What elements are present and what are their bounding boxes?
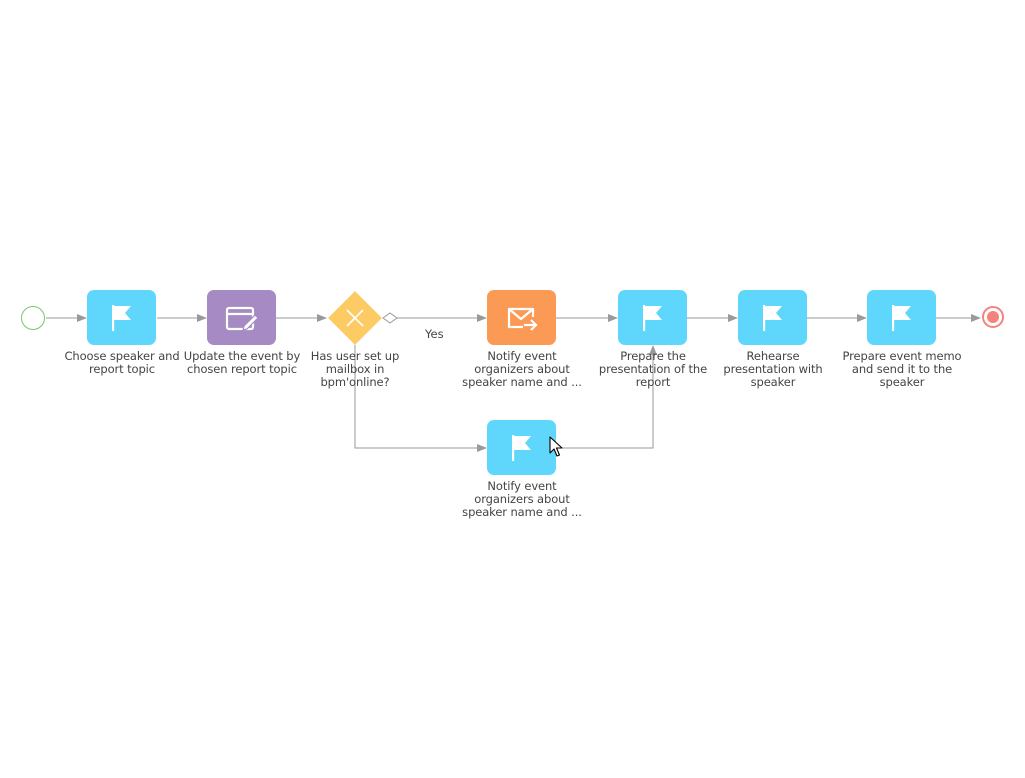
flag-icon	[762, 304, 782, 331]
flag-icon	[111, 304, 131, 331]
email-send-icon	[507, 307, 538, 331]
task-rehearse[interactable]	[738, 290, 807, 345]
end-event[interactable]	[982, 306, 1004, 328]
task-prepare-presentation[interactable]	[618, 290, 687, 345]
conditional-flow-marker	[382, 312, 398, 324]
mouse-cursor-icon	[549, 436, 563, 457]
task-notify-email[interactable]	[487, 290, 556, 345]
task-prepare-memo[interactable]	[867, 290, 936, 345]
yes-flow-label: Yes	[425, 327, 444, 341]
flag-icon	[511, 434, 531, 461]
edit-window-icon	[225, 306, 259, 331]
flag-icon	[642, 304, 662, 331]
task-notify-manual[interactable]	[487, 420, 556, 475]
end-event-core	[987, 311, 999, 323]
task-choose-speaker[interactable]	[87, 290, 156, 345]
flow-gateway-task4[interactable]	[354, 345, 487, 452]
start-event[interactable]	[21, 306, 45, 330]
flag-icon	[891, 304, 911, 331]
task-update-event[interactable]	[207, 290, 276, 345]
flow-task4-task5[interactable]	[556, 345, 657, 449]
x-icon	[346, 309, 364, 327]
